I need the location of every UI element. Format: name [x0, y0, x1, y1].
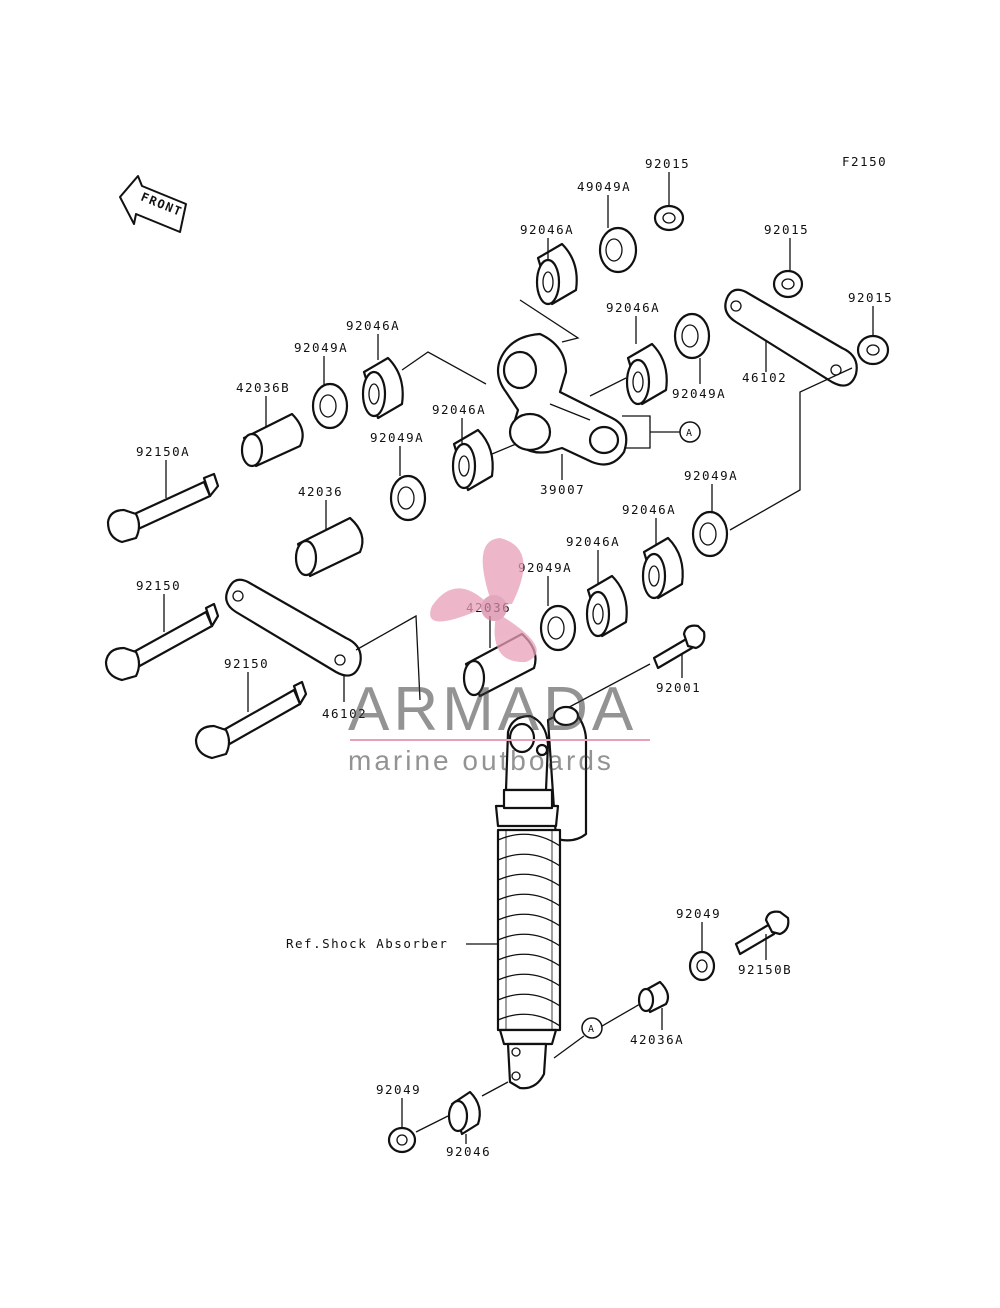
washer-92049-right	[688, 950, 716, 982]
sleeve-42036A	[637, 980, 670, 1014]
bolt-92150A	[106, 472, 220, 544]
label-92001: 92001	[656, 680, 701, 695]
label-shock-ref: Ref.Shock Absorber	[286, 936, 448, 951]
watermark-brand: ARMADA	[348, 675, 637, 744]
svg-text:A: A	[686, 428, 694, 439]
label-92015-top: 92015	[645, 156, 690, 171]
label-92049A-right-top: 92049A	[672, 386, 726, 401]
sleeve-42036-left	[294, 516, 364, 578]
watermark-tagline: marine outboards	[348, 745, 614, 776]
label-92150-upper: 92150	[136, 578, 181, 593]
label-92049-right: 92049	[676, 906, 721, 921]
label-92015-mid: 92015	[764, 222, 809, 237]
seal-92049A-right-lower	[691, 510, 729, 558]
label-92150B: 92150B	[738, 962, 792, 977]
figure-code: F2150	[842, 154, 887, 169]
label-39007: 39007	[540, 482, 585, 497]
seal-92049A-left	[311, 382, 349, 430]
bolt-92001	[652, 624, 706, 670]
bearing-92046A-r3	[585, 574, 628, 638]
seal-92049A-r3	[539, 604, 577, 652]
label-92046A-left: 92046A	[346, 318, 400, 333]
washer-92049-bottom	[387, 1126, 417, 1154]
bearing-92046A-top	[535, 242, 578, 306]
label-92049-bottom: 92049	[376, 1082, 421, 1097]
label-92015-right: 92015	[848, 290, 893, 305]
callout-A-bottom: A	[553, 1003, 641, 1059]
bearing-92046A-lower	[451, 428, 494, 492]
label-42036B: 42036B	[236, 380, 290, 395]
label-46102-right: 46102	[742, 370, 787, 385]
seal-49049A	[598, 226, 638, 274]
nut-92015-mid	[772, 269, 804, 299]
label-92046A-top: 92046A	[520, 222, 574, 237]
svg-text:A: A	[588, 1024, 596, 1035]
label-46102-left: 46102	[322, 706, 367, 721]
bearing-92046A-center	[625, 342, 668, 406]
label-49049A: 49049A	[577, 179, 631, 194]
seal-92049A-lower	[389, 474, 427, 522]
bolt-92150-upper	[104, 602, 220, 682]
front-arrow-icon: FRONT	[119, 175, 187, 233]
bushing-92046	[447, 1090, 481, 1136]
label-42036A: 42036A	[630, 1032, 684, 1047]
link-rod-46102-left	[225, 578, 362, 677]
label-92046A-r3: 92046A	[566, 534, 620, 549]
bearing-92046A-r2	[641, 536, 684, 600]
label-92049A-left: 92049A	[294, 340, 348, 355]
label-92049A-right-lower: 92049A	[684, 468, 738, 483]
label-92046A-center: 92046A	[606, 300, 660, 315]
label-92046A-lower: 92046A	[432, 402, 486, 417]
label-42036-left: 42036	[298, 484, 343, 499]
label-92046: 92046	[446, 1144, 491, 1159]
link-rod-46102-right	[724, 288, 858, 387]
watermark: ARMADA marine outboards	[348, 538, 650, 776]
label-92049A-r3: 92049A	[518, 560, 572, 575]
label-92046A-r2: 92046A	[622, 502, 676, 517]
callout-A-top: A	[650, 421, 701, 443]
label-92150-lower: 92150	[224, 656, 269, 671]
bearing-92046A-left	[361, 356, 404, 420]
sleeve-42036B	[240, 412, 304, 468]
nut-92015-right	[856, 334, 890, 366]
bolt-92150B	[734, 910, 790, 956]
label-92049A-lower: 92049A	[370, 430, 424, 445]
seal-92049A-right-top	[673, 312, 711, 360]
nut-92015-top	[653, 204, 685, 232]
pivot-arm-39007	[496, 332, 628, 466]
propeller-logo-icon	[430, 538, 537, 663]
bolt-92150-lower	[194, 680, 308, 760]
shock-absorber	[494, 705, 588, 1090]
label-92150A: 92150A	[136, 444, 190, 459]
